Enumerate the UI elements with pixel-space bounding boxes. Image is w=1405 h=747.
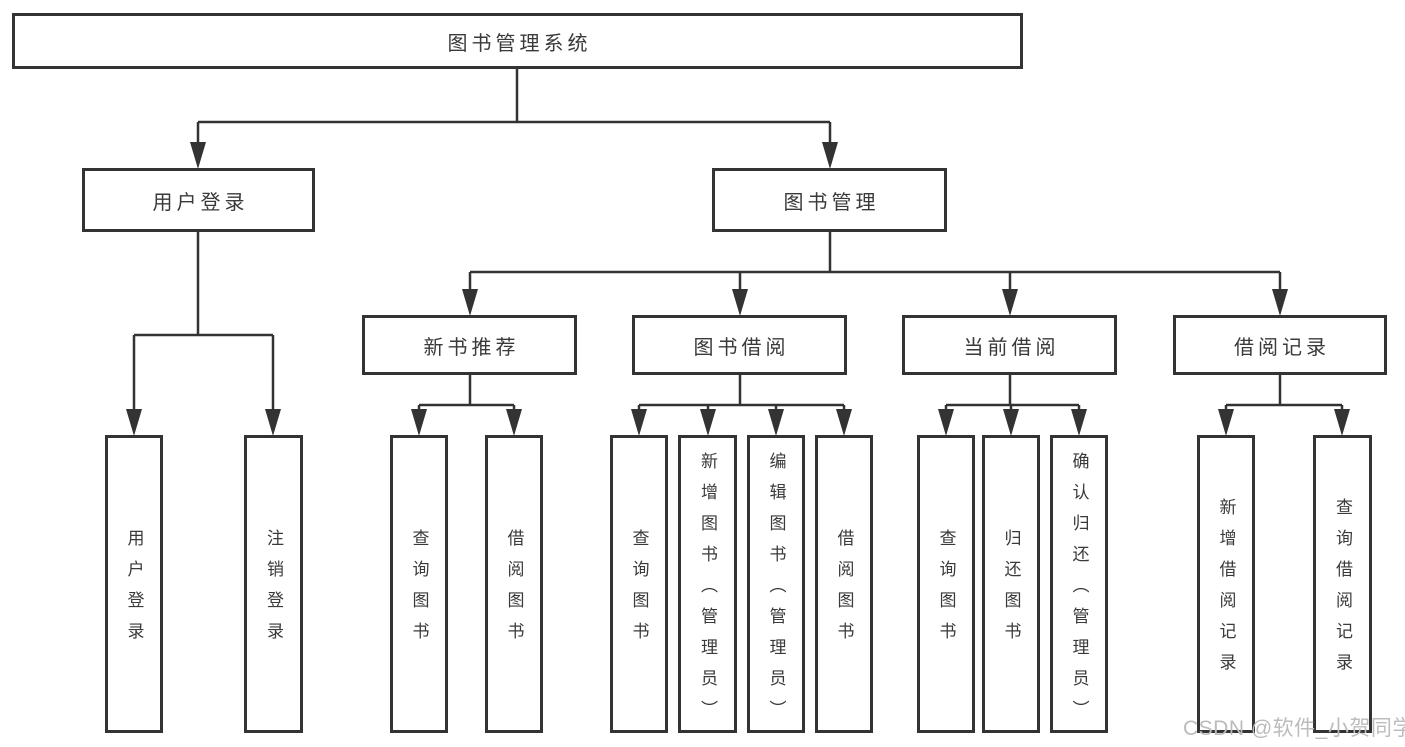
node-library-management-system: 图书管理系统 <box>12 13 1023 69</box>
node-label: 借阅图书 <box>504 529 524 653</box>
leaf-query-books-newbook: 查询图书 <box>390 435 448 733</box>
node-label: 查询图书 <box>936 529 956 653</box>
leaf-add-borrow-record: 新增借阅记录 <box>1197 435 1255 733</box>
node-label: 查询借阅记录 <box>1333 498 1352 684</box>
leaf-borrow-books-borrowing: 借阅图书 <box>815 435 873 733</box>
node-label: 注销登录 <box>264 529 283 653</box>
node-label: 借阅记录 <box>1234 336 1330 359</box>
node-label: 用户登录 <box>124 529 144 653</box>
node-label: 归还图书 <box>1001 529 1021 653</box>
node-user-login: 用户登录 <box>82 168 315 232</box>
node-book-borrowing: 图书借阅 <box>632 315 847 375</box>
node-label: 新书推荐 <box>423 336 520 359</box>
leaf-query-books-current: 查询图书 <box>917 435 975 733</box>
node-label: 当前借阅 <box>963 336 1060 359</box>
node-borrowing-records: 借阅记录 <box>1173 315 1387 375</box>
leaf-query-books-borrowing: 查询图书 <box>610 435 668 733</box>
node-label: 图书管理 <box>783 191 880 214</box>
node-label: 编辑图书（管理员） <box>766 451 786 731</box>
node-label: 确认归还（管理员） <box>1069 451 1089 731</box>
leaf-edit-books-admin: 编辑图书（管理员） <box>747 435 805 733</box>
node-current-borrowing: 当前借阅 <box>902 315 1117 375</box>
leaf-return-books: 归还图书 <box>982 435 1040 733</box>
leaf-query-borrow-record: 查询借阅记录 <box>1313 435 1372 733</box>
csdn-watermark: CSDN @软件_小贺同学 <box>1183 717 1405 740</box>
node-label: 借阅图书 <box>834 529 854 653</box>
node-label: 用户登录 <box>152 191 249 214</box>
leaf-user-login: 用户登录 <box>105 435 163 733</box>
leaf-confirm-return-admin: 确认归还（管理员） <box>1050 435 1108 733</box>
leaf-logout: 注销登录 <box>244 435 303 733</box>
leaf-borrow-books-newbook: 借阅图书 <box>485 435 543 733</box>
node-label: 图书管理系统 <box>447 32 592 55</box>
node-book-management: 图书管理 <box>712 168 947 232</box>
node-label: 查询图书 <box>629 529 649 653</box>
leaf-add-books-admin: 新增图书（管理员） <box>678 435 737 733</box>
node-label: 新增借阅记录 <box>1216 498 1236 684</box>
node-new-book-recommend: 新书推荐 <box>362 315 577 375</box>
node-label: 新增图书（管理员） <box>698 451 717 731</box>
node-label: 查询图书 <box>409 529 429 653</box>
node-label: 图书借阅 <box>693 336 790 359</box>
